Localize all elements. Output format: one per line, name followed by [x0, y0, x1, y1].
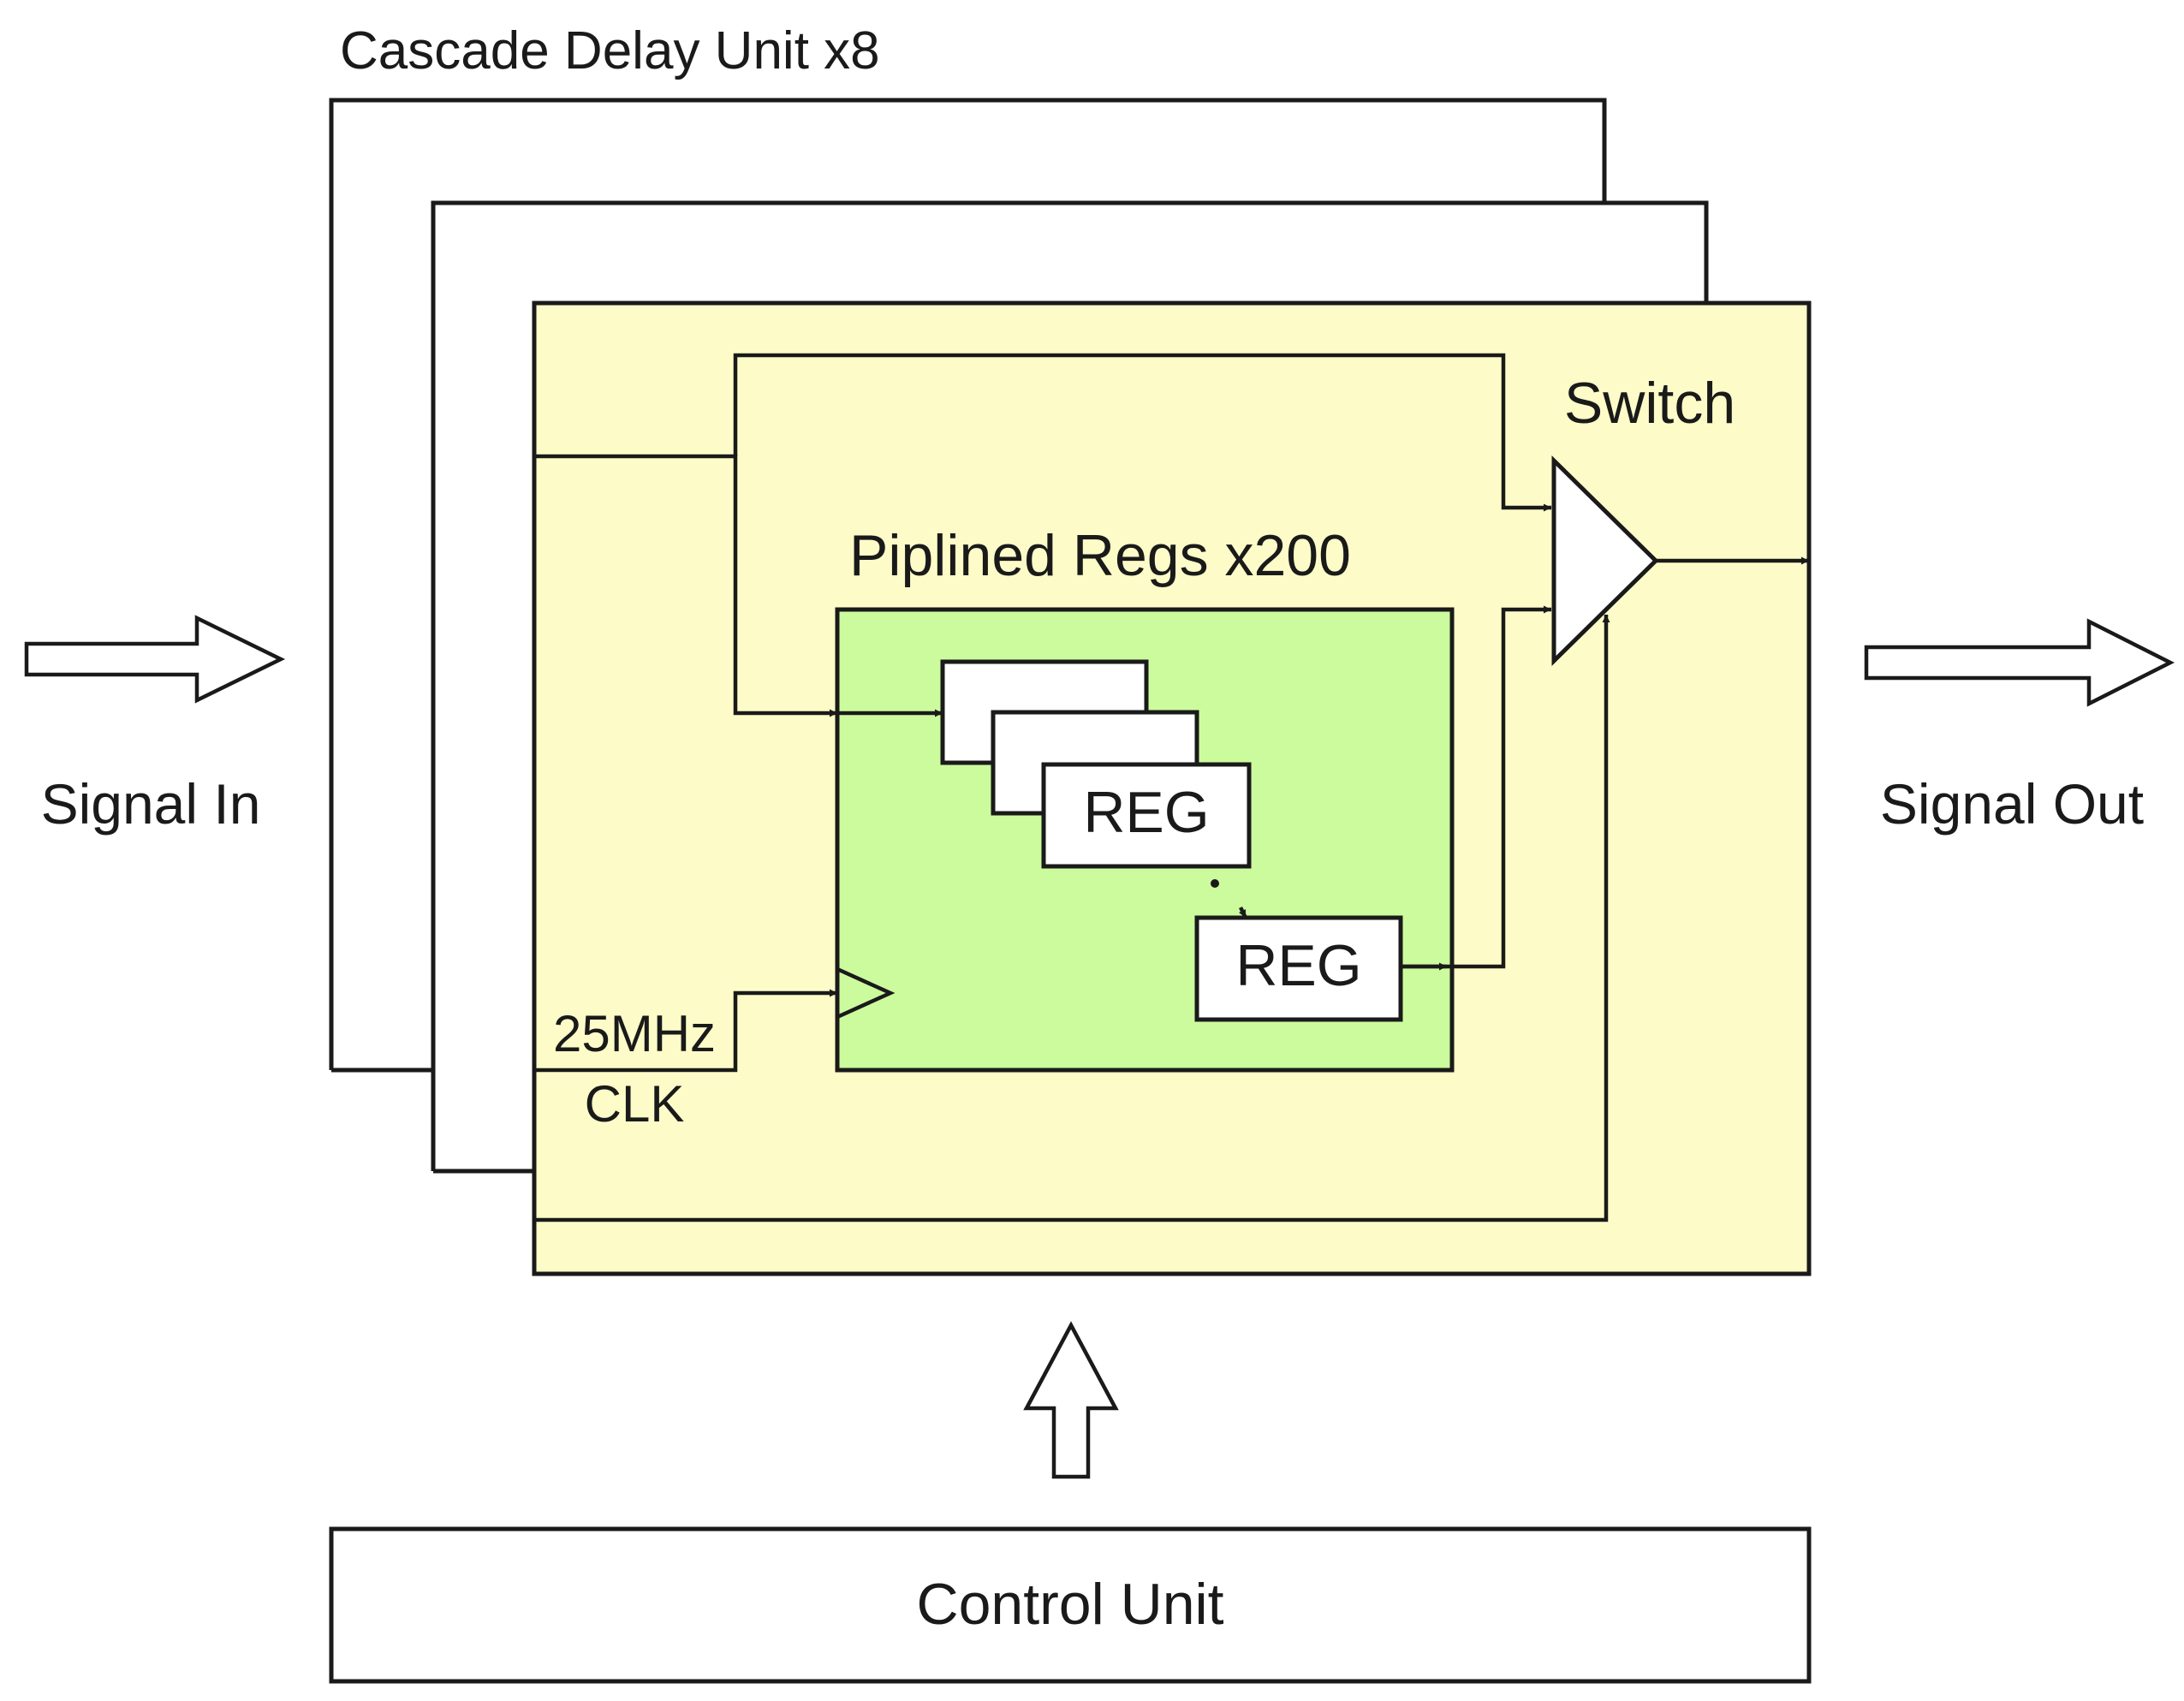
pipeline-label: Piplined Regs x200 [849, 523, 1351, 588]
diagram-title: Cascade Delay Unit x8 [340, 21, 880, 80]
reg-label-upper: REG [1083, 780, 1209, 845]
signal-out-arrow [1864, 618, 2175, 707]
cascade-unit-back-2 [431, 200, 1709, 1171]
signal-in-label: Signal In [41, 772, 261, 836]
signal-out-label: Signal Out [1880, 772, 2144, 836]
bypass-wire-top [733, 353, 1551, 512]
clk-label: CLK [585, 1075, 685, 1133]
clk-wire [534, 989, 837, 1073]
control-unit-box [329, 1526, 1812, 1684]
reg-output-wire [1401, 605, 1551, 969]
control-wire [534, 615, 1610, 1222]
control-up-arrow [1023, 1321, 1119, 1479]
clk-frequency-label: 25MHz [553, 1005, 716, 1062]
bypass-wire [534, 454, 837, 717]
switch-label: Switch [1564, 371, 1735, 436]
ellipsis-dot [1211, 879, 1219, 888]
reg-box-upper [1041, 762, 1252, 869]
reg-label-lower: REG [1235, 933, 1361, 998]
reg-box-lower [1194, 915, 1403, 1022]
control-unit-label: Control Unit [916, 1572, 1223, 1637]
clk-input-triangle [836, 966, 896, 1020]
signal-in-arrow [24, 615, 286, 704]
switch-symbol [1551, 455, 1659, 666]
cascade-unit-back-1 [329, 98, 1607, 1070]
